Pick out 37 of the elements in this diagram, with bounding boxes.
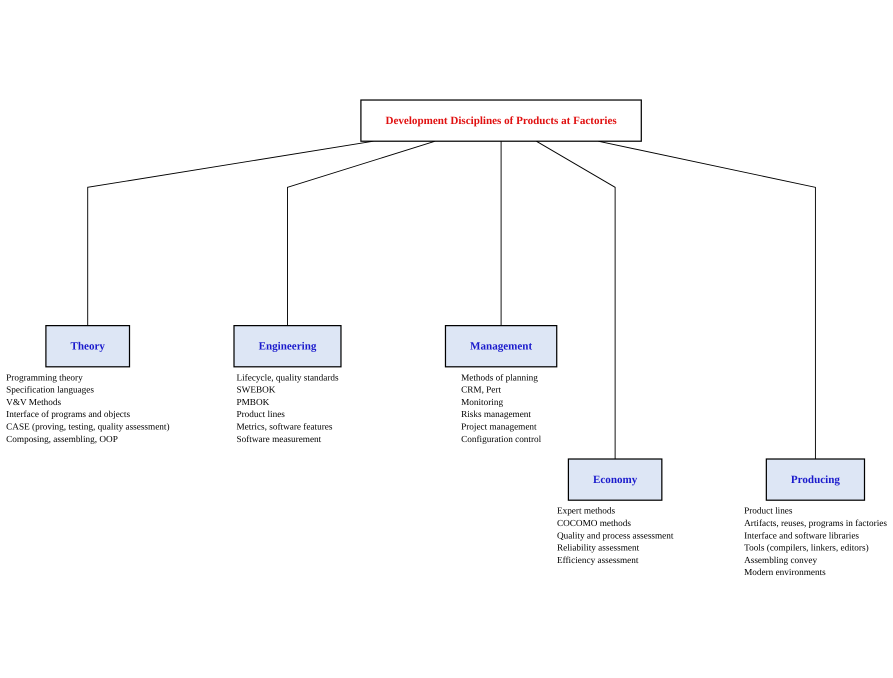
- list-item: Configuration control: [461, 434, 542, 444]
- list-item: Metrics, software features: [236, 422, 332, 432]
- list-item: Tools (compilers, linkers, editors): [744, 542, 869, 553]
- list-item: CASE (proving, testing, quality assessment): [6, 422, 170, 432]
- list-item: Product lines: [744, 506, 792, 516]
- list-item: Composing, assembling, OOP: [6, 434, 118, 444]
- list-item: Artifacts, reuses, programs in factories: [744, 518, 887, 528]
- node-box: Economy: [568, 458, 662, 501]
- connector: [500, 140, 502, 326]
- node-box: Theory: [45, 325, 130, 368]
- list-item: Interface of programs and objects: [6, 409, 130, 420]
- list-item: Quality and process assessment: [556, 530, 674, 540]
- list-item: Product lines: [236, 409, 285, 420]
- list-item: Efficiency assessment: [556, 554, 638, 565]
- list-item: Lifecycle, quality standards: [236, 372, 339, 382]
- node-box: Engineering: [233, 325, 342, 368]
- list-item: COCOMO methods: [556, 518, 631, 528]
- list-item: Methods of planning: [461, 372, 538, 382]
- list-item: Project management: [461, 422, 537, 432]
- list-item: PMBOK: [236, 396, 270, 407]
- connector: [536, 140, 616, 460]
- node-box: Development Disciplines of Products at Factories: [360, 99, 642, 142]
- list-item: Modern environments: [744, 567, 826, 578]
- list-item: Risks management: [461, 409, 531, 420]
- node-box: Producing: [766, 458, 866, 501]
- list-item: SWEBOK: [236, 384, 276, 395]
- list-item: Monitoring: [461, 396, 504, 407]
- list-item: Interface and software libraries: [744, 530, 860, 540]
- list-item: Specification languages: [6, 384, 94, 395]
- list-item: Assembling convey: [744, 554, 818, 565]
- list-item: Programming theory: [6, 372, 83, 382]
- node-box: Management: [444, 325, 558, 368]
- list-item: Reliability assessment: [556, 542, 640, 553]
- list-item: Software measurement: [236, 434, 322, 444]
- list-item: Expert methods: [556, 506, 616, 516]
- list-item: CRM, Pert: [461, 384, 502, 395]
- list-item: V&V Methods: [6, 396, 62, 407]
